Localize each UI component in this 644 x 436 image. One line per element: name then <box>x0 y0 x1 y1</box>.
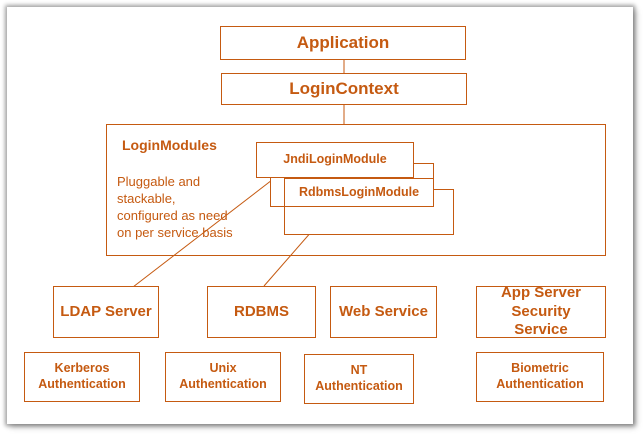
rdbms-label: RDBMS <box>234 302 289 320</box>
kerberos-auth-box: Kerberos Authentication <box>24 352 140 402</box>
web-service-label: Web Service <box>339 302 428 320</box>
ldap-server-label: LDAP Server <box>60 302 152 320</box>
web-service-box: Web Service <box>330 286 437 338</box>
connector-jndi-ldap <box>132 179 273 288</box>
rdbms-box: RDBMS <box>207 286 316 338</box>
rdbms-login-module-box: RdbmsLoginModule <box>284 178 434 207</box>
app-server-security-label: App Server Security Service <box>500 283 582 339</box>
ldap-server-box: LDAP Server <box>53 286 159 338</box>
application-label: Application <box>296 33 390 53</box>
loginmodules-title: LoginModules <box>122 137 217 153</box>
unix-auth-label: Unix Authentication <box>179 361 267 391</box>
unix-auth-box: Unix Authentication <box>165 352 281 402</box>
nt-auth-box: NT Authentication <box>304 354 414 404</box>
logincontext-box: LoginContext <box>221 73 467 105</box>
loginmodules-description: Pluggable and stackable, configured as n… <box>117 174 233 240</box>
loginmodules-container <box>106 124 606 256</box>
logincontext-label: LoginContext <box>289 79 399 99</box>
jndi-login-module-label: JndiLoginModule <box>283 152 387 167</box>
jndi-login-module-box: JndiLoginModule <box>256 142 414 178</box>
application-box: Application <box>220 26 466 60</box>
kerberos-auth-label: Kerberos Authentication <box>38 361 126 391</box>
biometric-auth-label: Biometric Authentication <box>496 361 584 391</box>
biometric-auth-box: Biometric Authentication <box>476 352 604 402</box>
app-server-security-box: App Server Security Service <box>476 283 606 339</box>
nt-auth-label: NT Authentication <box>315 363 403 393</box>
rdbms-login-module-label: RdbmsLoginModule <box>298 184 420 199</box>
